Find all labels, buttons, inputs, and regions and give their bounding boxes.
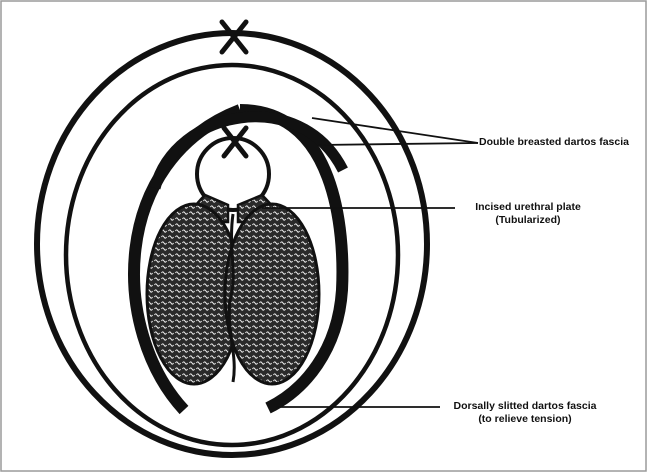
label-incised-urethral-plate: Incised urethral plate (Tubularized): [458, 201, 598, 227]
corpus-cavernosum-right: [225, 204, 319, 384]
suture-x-mark-top: [222, 22, 246, 52]
label-dorsally-slitted-line1: Dorsally slitted dartos fascia: [440, 400, 610, 413]
label-dorsally-slitted-dartos-fascia: Dorsally slitted dartos fascia (to relie…: [440, 400, 610, 426]
label-dorsally-slitted-line2: (to relieve tension): [440, 413, 610, 426]
label-incised-urethral-plate-line1: Incised urethral plate: [458, 201, 598, 214]
leader-double-breasted-lower: [318, 143, 478, 145]
label-incised-urethral-plate-line2: (Tubularized): [458, 214, 598, 227]
label-double-breasted-dartos-fascia: Double breasted dartos fascia: [479, 136, 629, 149]
leader-double-breasted-upper: [312, 118, 478, 143]
